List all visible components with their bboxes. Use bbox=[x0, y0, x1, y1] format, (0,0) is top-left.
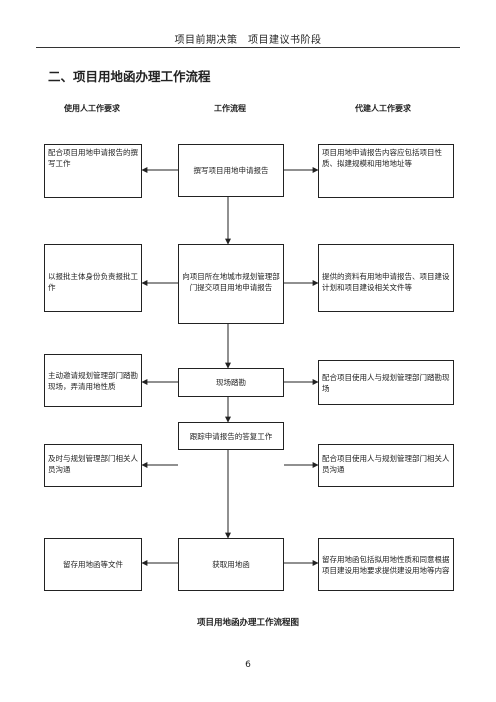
process-step-text-1: 撰写项目用地申请报告 bbox=[193, 166, 269, 175]
process-step-1: 撰写项目用地申请报告 bbox=[178, 144, 284, 197]
process-step-4: 跟踪申请报告的答复工作 bbox=[178, 422, 284, 450]
user-requirement-box-4: 及时与规划管理部门相关人员沟通 bbox=[44, 444, 142, 487]
process-step-text-4: 跟踪申请报告的答复工作 bbox=[189, 431, 273, 441]
agent-requirement-box-2: 提供的资料有用地申请报告、项目建设计划和项目建设相关文件等 bbox=[318, 244, 454, 312]
user-requirement-box-1: 配合项目用地申请报告的撰写工作 bbox=[44, 144, 142, 198]
user-requirement-text-4: 及时与规划管理部门相关人员沟通 bbox=[48, 454, 138, 474]
agent-requirement-box-4: 配合项目使用人与规划管理部门相关人员沟通 bbox=[318, 444, 454, 487]
page-header: 项目前期决策 项目建议书阶段 bbox=[174, 35, 322, 46]
header-divider bbox=[36, 47, 460, 48]
page-number: 6 bbox=[245, 660, 251, 670]
user-requirement-text-5: 留存用地函等文件 bbox=[63, 560, 123, 569]
agent-requirement-text-2: 提供的资料有用地申请报告、项目建设计划和项目建设相关文件等 bbox=[322, 272, 450, 292]
user-requirement-text-3: 主动邀请规划管理部门踏勘现场，弄清用地性质 bbox=[48, 370, 138, 391]
user-requirement-box-2: 以报批主体身份负责报批工作 bbox=[44, 244, 142, 312]
process-step-3: 现场踏勘 bbox=[178, 368, 284, 397]
process-step-text-2: 向项目所在地城市规划管理部门提交项目用地申请报告 bbox=[182, 272, 280, 292]
column-header-process: 工作流程 bbox=[214, 104, 246, 113]
agent-requirement-box-5: 留存用地函包括拟用地性质和同意根据项目建设用地要求提供建设用地等内容 bbox=[318, 538, 454, 591]
user-requirement-text-2: 以报批主体身份负责报批工作 bbox=[48, 272, 138, 292]
agent-requirement-box-1: 项目用地申请报告内容应包括项目性质、拟建规模和用地地址等 bbox=[318, 144, 454, 198]
process-step-5: 获取用地函 bbox=[178, 538, 284, 591]
agent-requirement-text-4: 配合项目使用人与规划管理部门相关人员沟通 bbox=[322, 454, 450, 474]
user-requirement-box-5: 留存用地函等文件 bbox=[44, 538, 142, 591]
user-requirement-text-1: 配合项目用地申请报告的撰写工作 bbox=[48, 148, 138, 168]
agent-requirement-box-3: 配合项目使用人与规划管理部门踏勘现场 bbox=[318, 360, 454, 405]
agent-requirement-text-3: 配合项目使用人与规划管理部门踏勘现场 bbox=[322, 372, 450, 393]
process-step-2: 向项目所在地城市规划管理部门提交项目用地申请报告 bbox=[178, 244, 284, 324]
column-header-agent: 代建人工作要求 bbox=[355, 104, 411, 113]
agent-requirement-text-5: 留存用地函包括拟用地性质和同意根据项目建设用地要求提供建设用地等内容 bbox=[322, 554, 450, 575]
figure-caption: 项目用地函办理工作流程图 bbox=[196, 618, 299, 628]
agent-requirement-text-1: 项目用地申请报告内容应包括项目性质、拟建规模和用地地址等 bbox=[322, 148, 442, 168]
process-step-text-5: 获取用地函 bbox=[212, 560, 250, 569]
process-step-text-3: 现场踏勘 bbox=[216, 378, 246, 387]
section-title: 二、项目用地函办理工作流程 bbox=[48, 69, 211, 84]
column-header-user: 使用人工作要求 bbox=[64, 104, 120, 113]
user-requirement-box-3: 主动邀请规划管理部门踏勘现场，弄清用地性质 bbox=[44, 354, 142, 407]
